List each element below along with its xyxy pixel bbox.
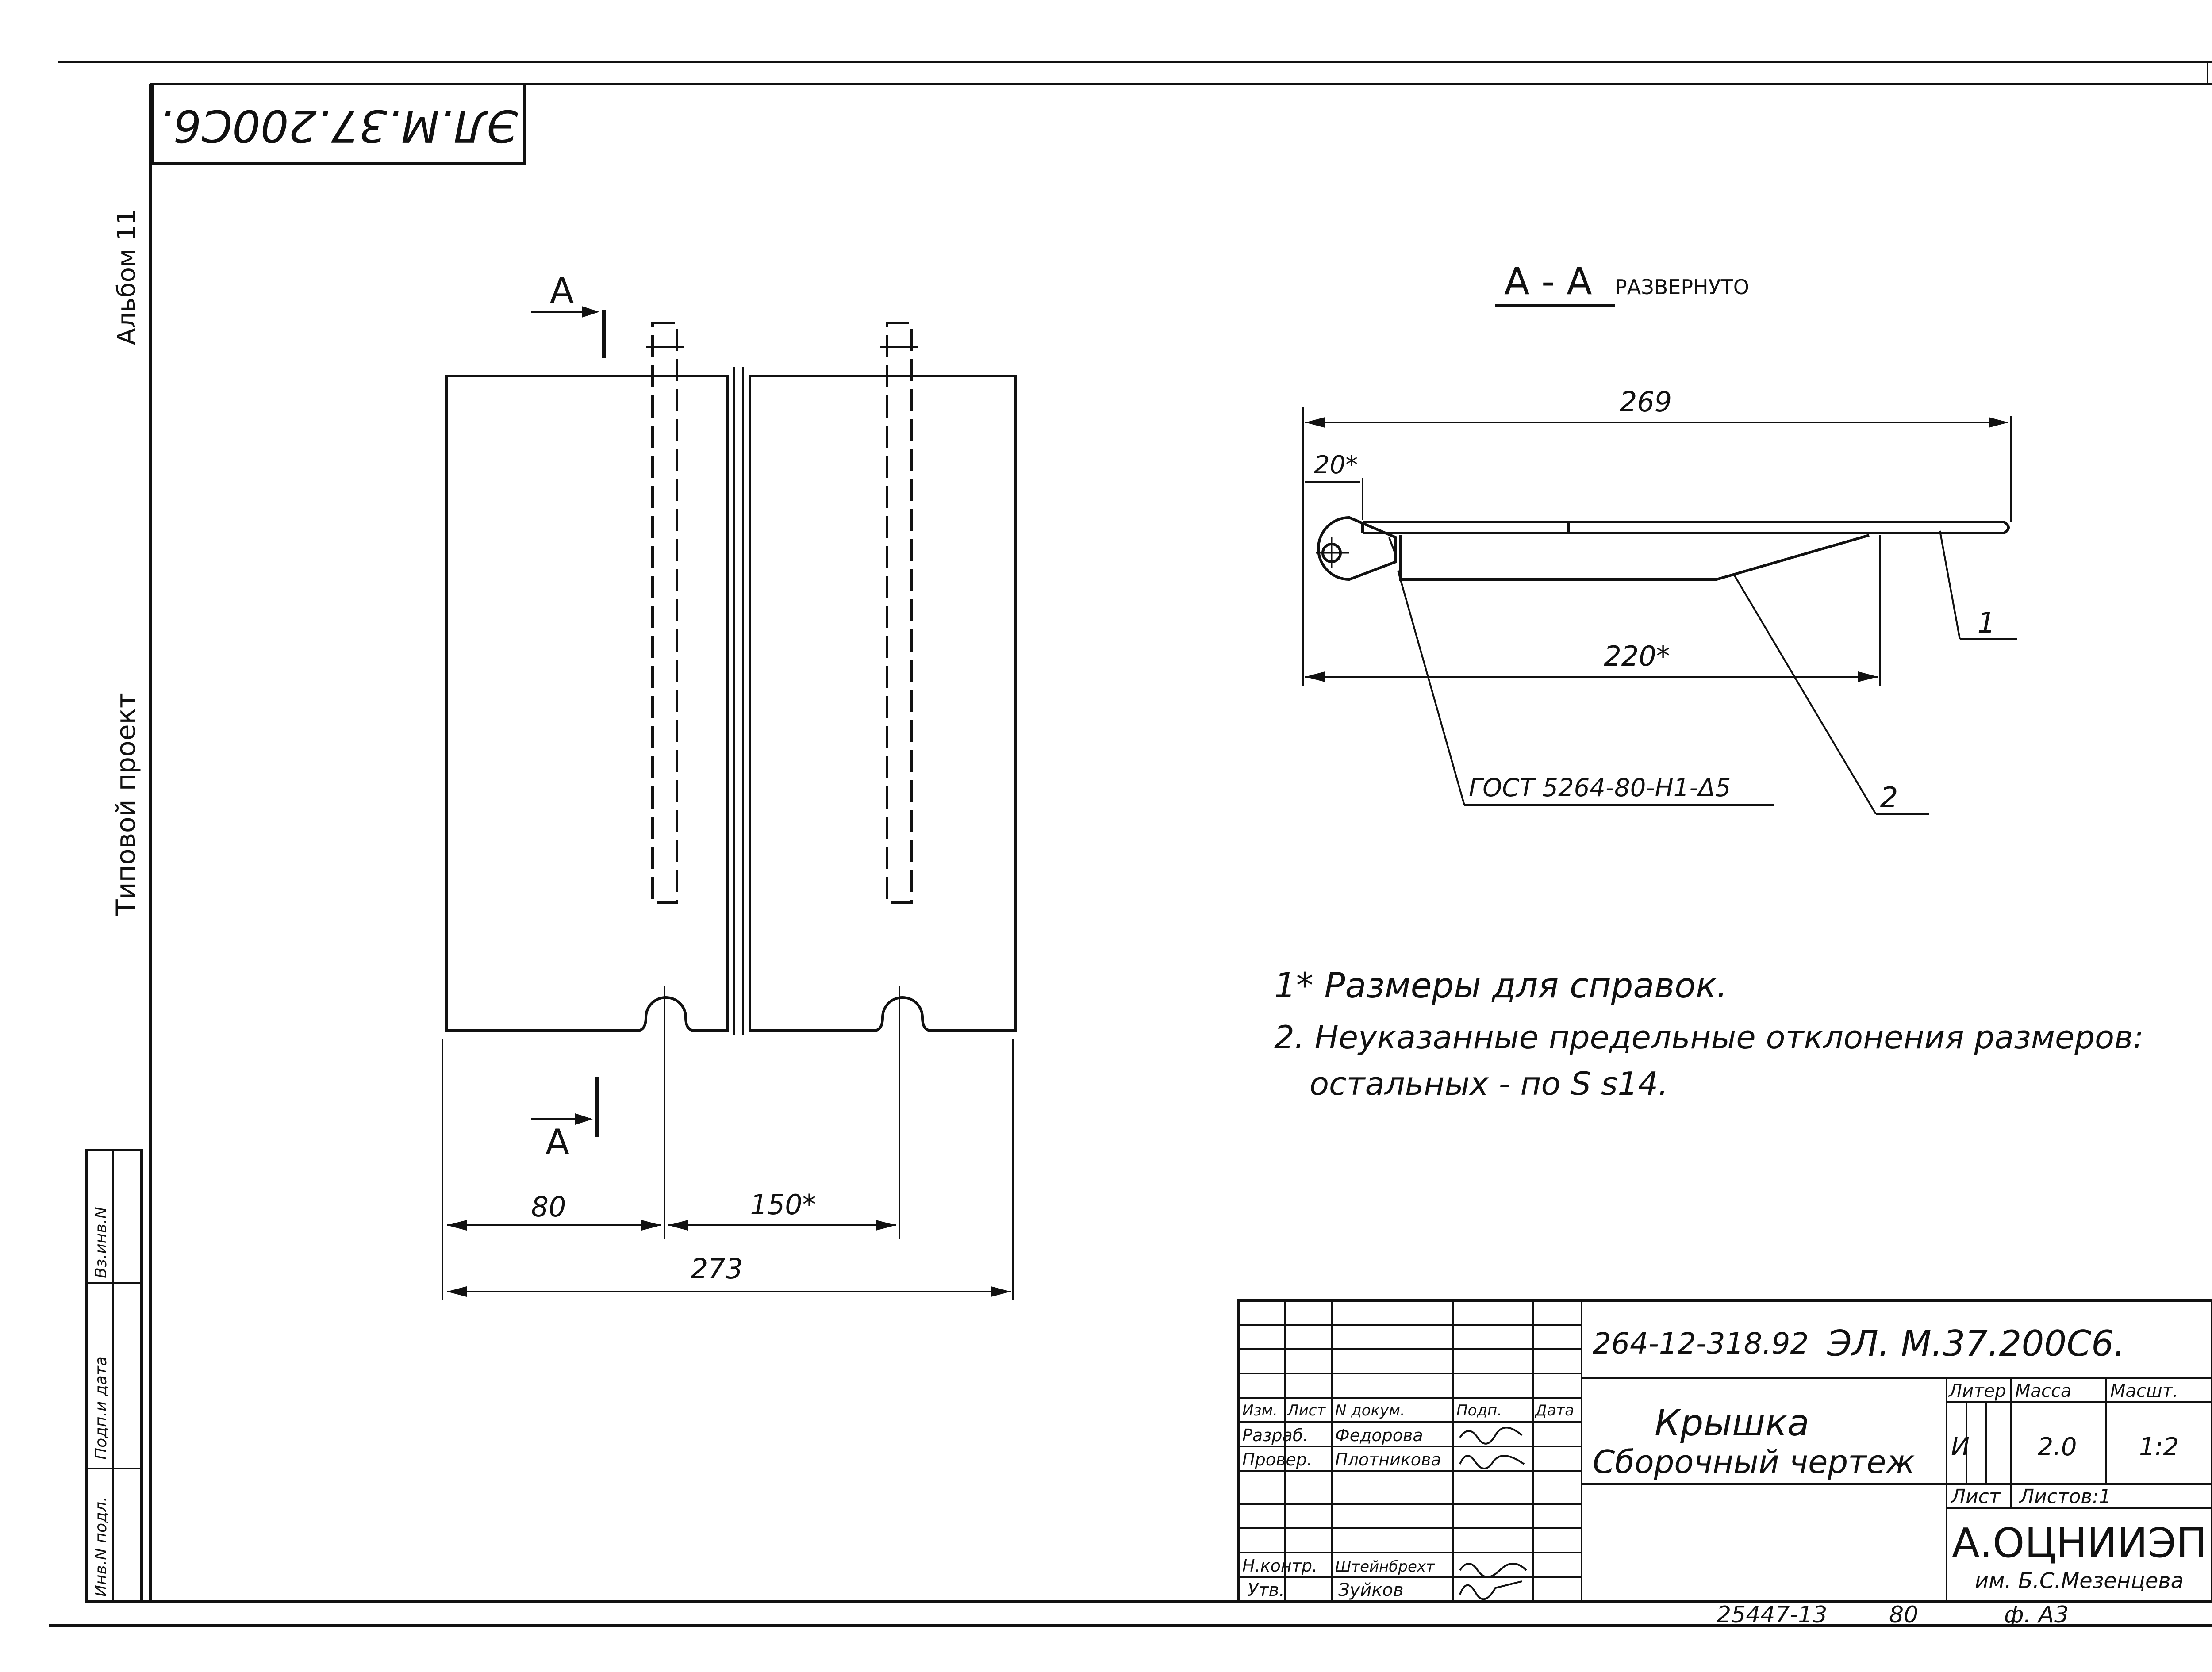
svg-text:Изм.: Изм. (1242, 1402, 1278, 1419)
note-1: 1* Размеры для справок. (1274, 966, 1728, 1006)
tb-code: 264-12-318.92 (1593, 1327, 1809, 1361)
svg-text:Утв.: Утв. (1248, 1580, 1285, 1600)
tb-org: А.ОЦНИИЭП (1952, 1519, 2207, 1567)
tb-name2: Сборочный чертеж (1593, 1443, 1915, 1480)
dim-20: 20* (1305, 451, 1363, 520)
svg-text:Лист: Лист (1950, 1485, 2001, 1508)
section-title-suffix: РАЗВЕРНУТО (1615, 275, 1749, 299)
right-panel-outline (749, 375, 1017, 1032)
svg-text:2.0: 2.0 (2037, 1433, 2077, 1461)
sheet-number-box (2207, 61, 2212, 85)
svg-text:Подп.: Подп. (1456, 1402, 1502, 1419)
svg-text:220*: 220* (1604, 640, 1670, 672)
section-letter-top: A (550, 270, 574, 311)
bottom-inv: 25447-13 (1717, 1602, 1827, 1628)
album-label: Альбом 11 (112, 209, 141, 345)
leader-pos-2: 2 (1733, 574, 1929, 815)
note-2: 2. Неуказанные предельные отклонения раз… (1274, 1019, 2144, 1056)
svg-text:20*: 20* (1314, 451, 1358, 479)
vzam-label: Вз.инв.N (92, 1207, 110, 1278)
section-letter-bottom: A (545, 1122, 570, 1163)
plate-part-1 (1361, 521, 2010, 534)
tb-org-sub: им. Б.С.Мезенцева (1975, 1568, 2184, 1593)
inv-podl-label: Инв.N подл. (92, 1497, 110, 1597)
weld-spec: ГОСТ 5264-80-Н1-Δ5 (1469, 774, 1731, 802)
svg-text:2: 2 (1880, 782, 1898, 814)
section-mark-top: A (531, 270, 606, 358)
svg-text:1:2: 1:2 (2139, 1433, 2179, 1461)
svg-text:Листов:1: Листов:1 (2019, 1485, 2111, 1508)
section-title: А - А (1504, 260, 1592, 303)
top-stamp: ЭЛ.М.37.200С6. (159, 100, 518, 152)
project-label: Типовой проект (111, 693, 142, 916)
svg-text:Плотникова: Плотникова (1335, 1450, 1441, 1469)
svg-text:Зуйков: Зуйков (1338, 1580, 1404, 1600)
svg-text:Разраб.: Разраб. (1242, 1426, 1308, 1445)
bottom-80: 80 (1889, 1602, 1918, 1628)
svg-text:Федорова: Федорова (1335, 1426, 1423, 1445)
section-view: А - А РАЗВЕРНУТО 269 20* (1302, 260, 2017, 815)
left-panel-outline (445, 375, 729, 1032)
left-stamp: Инв.N подл. Подп.и дата Вз.инв.N (85, 1149, 143, 1603)
section-mark-bottom: A (531, 1077, 599, 1163)
hidden-rod-right (886, 322, 913, 904)
svg-text:1: 1 (1978, 607, 1996, 640)
svg-text:Литер: Литер (1948, 1381, 2006, 1401)
svg-text:И: И (1951, 1433, 1970, 1461)
svg-text:273: 273 (691, 1253, 743, 1285)
svg-text:Лист: Лист (1286, 1402, 1326, 1419)
weld-leader: ГОСТ 5264-80-Н1-Δ5 (1397, 570, 1774, 806)
notes: 1* Размеры для справок. 2. Неуказанные п… (1274, 966, 2144, 1102)
svg-text:80: 80 (531, 1191, 566, 1223)
stiffener-part-2 (1399, 534, 1870, 581)
tb-designation: ЭЛ. М.37.200С6. (1827, 1323, 2125, 1364)
dim-80: 80 (442, 1039, 661, 1300)
svg-text:N докум.: N докум. (1335, 1402, 1405, 1419)
dim-269: 269 (1302, 386, 2012, 686)
top-stamp-box (151, 83, 526, 165)
podp-data-label: Подп.и дата (92, 1356, 110, 1460)
signatures (1459, 1427, 1527, 1600)
hidden-rod-left (651, 322, 678, 904)
svg-text:Провер.: Провер. (1242, 1450, 1312, 1469)
svg-text:150*: 150* (750, 1189, 816, 1221)
svg-text:Н.контр.: Н.контр. (1242, 1556, 1317, 1576)
dim-220: 220* (1305, 535, 1881, 686)
hinge (1317, 516, 1397, 581)
front-view: A A 80 150* 273 (442, 270, 1017, 1300)
svg-text:Дата: Дата (1534, 1402, 1574, 1419)
note-2-cont: остальных - по S s14. (1310, 1065, 1668, 1102)
sheet-frame (49, 61, 2212, 1627)
svg-text:269: 269 (1620, 386, 1672, 418)
dim-150: 150* (668, 1189, 896, 1231)
svg-text:Масшт.: Масшт. (2110, 1381, 2178, 1401)
title-block: Изм. Лист N докум. Подп. Дата Разраб. Фе… (1237, 1299, 2212, 1603)
leader-pos-1: 1 (1939, 530, 2017, 640)
tb-name1: Крышка (1655, 1402, 1809, 1444)
svg-text:Штейнбрехт: Штейнбрехт (1335, 1558, 1435, 1576)
dim-273: 273 (447, 1039, 1014, 1300)
svg-text:Масса: Масса (2015, 1381, 2072, 1401)
bottom-format: ф. А3 (2004, 1602, 2069, 1628)
